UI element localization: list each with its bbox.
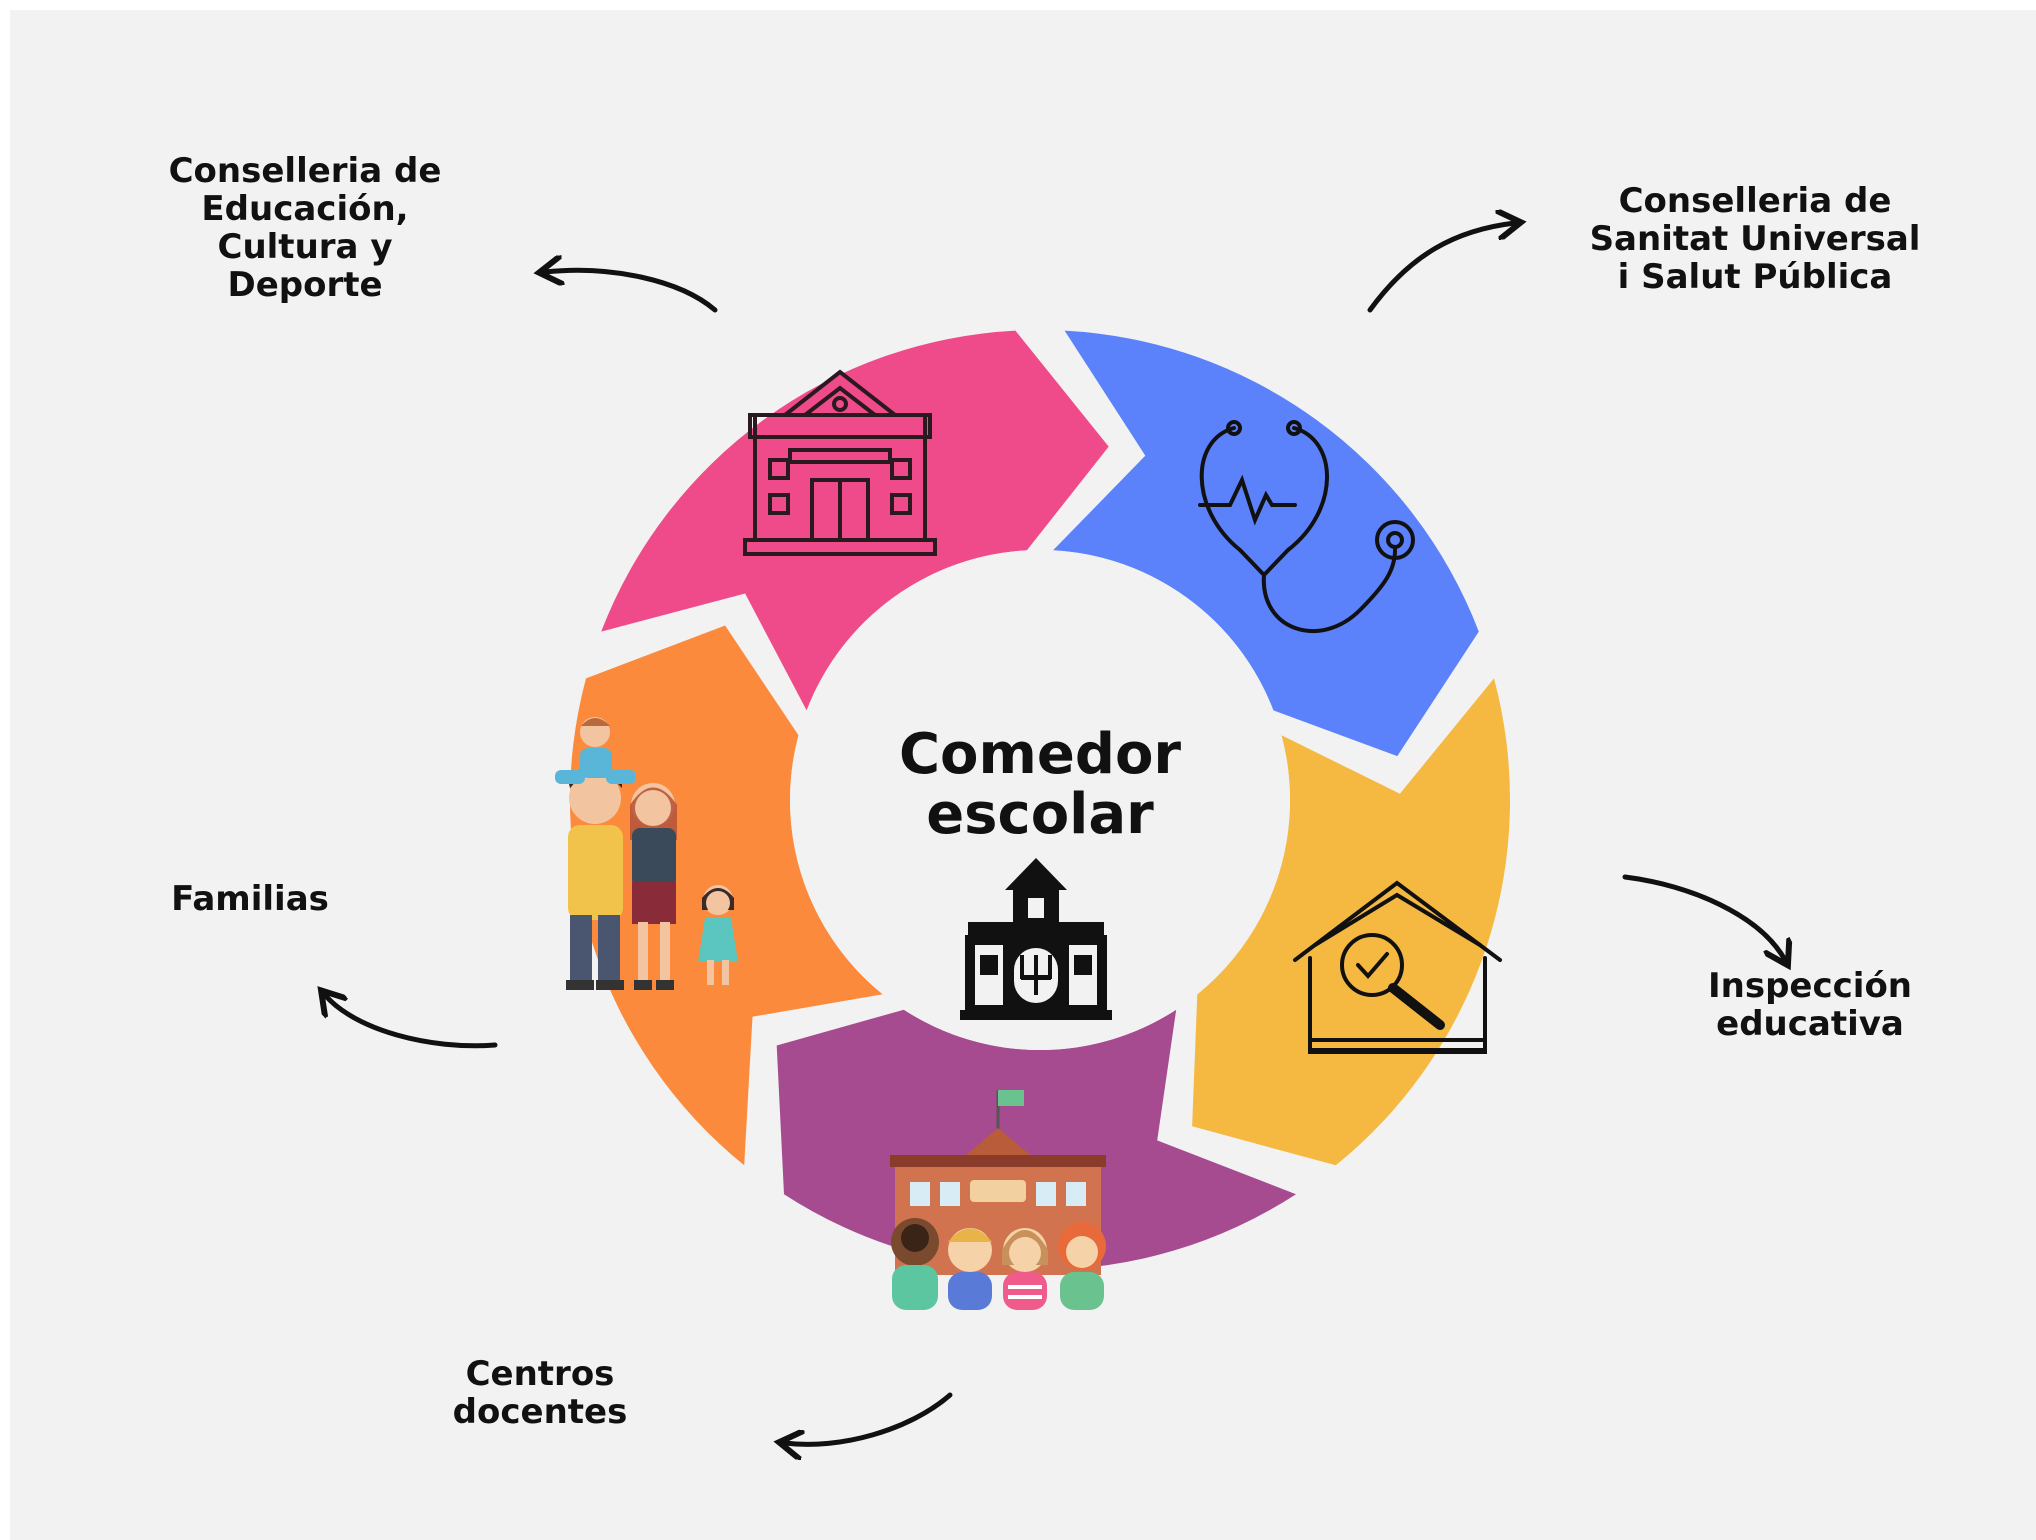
cycle-diagram <box>10 10 2036 1540</box>
label-centros: Centros docentes <box>452 1354 628 1432</box>
arrow-familias <box>325 995 498 1049</box>
diagram-canvas: Comedor escolar Conselleria de Educación… <box>10 10 2036 1540</box>
label-educacion: Conselleria de Educación, Cultura y Depo… <box>168 151 442 305</box>
arrow-centros <box>785 1392 953 1444</box>
segment-sanitat <box>1053 330 1479 757</box>
center-disc <box>790 550 1290 1050</box>
arrow-sanitat <box>1367 223 1515 313</box>
center-title: Comedor escolar <box>898 722 1182 847</box>
label-familias: Familias <box>171 879 329 919</box>
school-children-icon <box>890 1090 1106 1310</box>
arrow-educacion <box>545 270 718 313</box>
school-building-icon <box>743 369 937 556</box>
house-inspection-icon <box>1293 880 1502 1054</box>
arrows <box>325 223 1785 1444</box>
label-sanitat: Conselleria de Sanitat Universal i Salut… <box>1589 181 1921 297</box>
family-icon <box>555 717 738 990</box>
segment-educacion <box>601 330 1109 711</box>
arrow-inspeccion <box>1622 874 1785 960</box>
restaurant-building-icon <box>960 858 1112 1020</box>
label-inspeccion: Inspección educativa <box>1707 966 1913 1044</box>
stethoscope-icon <box>1198 420 1415 634</box>
